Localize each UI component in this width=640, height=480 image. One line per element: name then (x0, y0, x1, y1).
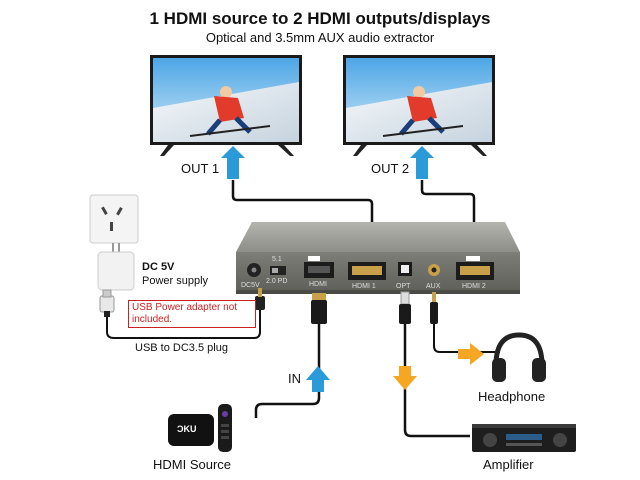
device-label-opt: OPT (396, 283, 411, 290)
hdmi-splitter-device (236, 222, 520, 294)
device-label-aux: AUX (426, 283, 441, 290)
headphone-image (492, 332, 546, 382)
power-adapter-note: USB Power adapter not included. (128, 300, 256, 328)
arrow-aux (458, 343, 484, 365)
usb-dc-cable (99, 288, 265, 339)
arrow-in (306, 366, 330, 392)
device-label-dc5v: DC5V (241, 282, 260, 289)
device-label-hdmi-in: HDMI (309, 281, 327, 288)
label-in: IN (288, 371, 301, 386)
wall-socket (89, 194, 139, 244)
device-label-hdmi1: HDMI 1 (352, 283, 376, 290)
device-label-hdmi2: HDMI 2 (462, 283, 486, 290)
arrow-out2 (410, 146, 434, 179)
label-out2: OUT 2 (371, 161, 410, 176)
usb-power-adapter (97, 243, 135, 291)
label-out1: OUT 1 (181, 161, 220, 176)
label-power-supply: Power supply (142, 275, 209, 287)
device-label-switch-bottom: 2.0 PD (266, 278, 288, 285)
hdmi-cable-in (254, 293, 327, 418)
tv-display-1 (150, 55, 302, 156)
label-dc-5v: DC 5V (142, 261, 175, 273)
hdmi-cable-out2 (420, 180, 476, 232)
label-amplifier: Amplifier (483, 457, 534, 472)
arrow-out1 (221, 146, 245, 179)
page-subtitle: Optical and 3.5mm AUX audio extractor (205, 30, 435, 45)
optical-cable (399, 291, 470, 438)
amplifier-image (472, 424, 576, 452)
label-usb-cable: USB to DC3.5 plug (135, 342, 228, 354)
label-headphone: Headphone (478, 389, 546, 404)
page-title: 1 HDMI source to 2 HDMI outputs/displays (149, 9, 491, 28)
aux-cable (430, 292, 500, 353)
device-label-switch-top: 5.1 (272, 256, 282, 263)
arrow-optical (393, 366, 417, 390)
hdmi-cable-out1 (231, 180, 374, 232)
source-logo-text: ƆKU (177, 424, 197, 434)
hdmi-source-device (168, 404, 232, 452)
tv-display-2 (343, 55, 495, 156)
label-hdmi-source: HDMI Source (153, 457, 232, 472)
